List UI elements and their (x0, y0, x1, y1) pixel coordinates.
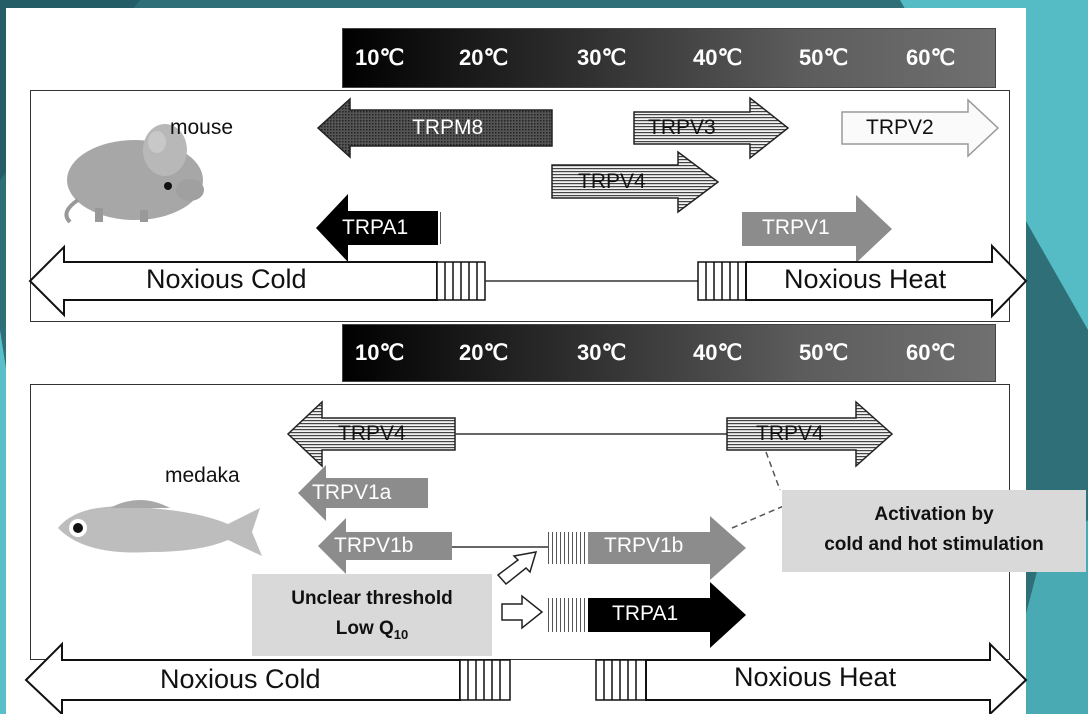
trpm8-arrow (316, 97, 553, 159)
activation-annotation: Activation by cold and hot stimulation (782, 490, 1086, 572)
trpv3-arrow (633, 96, 790, 160)
tick-60c: 60℃ (906, 45, 956, 70)
trpv1b-arrow (548, 516, 746, 580)
mouse-noxious-arrow (28, 243, 1028, 319)
tick-40c: 40℃ (693, 340, 743, 365)
medaka-label: medaka (165, 464, 240, 487)
trpv1a-label: TRPV1a (312, 481, 392, 504)
trpv3-label: TRPV3 (648, 116, 716, 139)
tick-10c: 10℃ (355, 45, 405, 70)
medaka-illustration (58, 500, 262, 556)
trpv1b-label: TRPV1b (604, 534, 684, 557)
dashed-connector (765, 451, 781, 491)
activation-line1: Activation by (874, 504, 994, 525)
unclear-line2: Low Q10 (252, 614, 492, 650)
trpv4-label: TRPV4 (578, 170, 646, 193)
temperature-scale-medaka: 10℃ 20℃ 30℃ 40℃ 50℃ 60℃ (342, 324, 996, 382)
trpv2-arrow (841, 98, 1000, 158)
tick-20c: 20℃ (459, 45, 509, 70)
tick-30c: 30℃ (577, 45, 627, 70)
temperature-scale-mouse: 10℃ 20℃ 30℃ 40℃ 50℃ 60℃ (342, 28, 996, 88)
pointer-arrow (501, 594, 544, 630)
tick-50c: 50℃ (799, 45, 849, 70)
trpv1b-arrow (318, 518, 452, 574)
pointer-arrow (496, 551, 538, 586)
trpv4-arrow (726, 400, 894, 468)
mouse-label: mouse (170, 116, 234, 139)
dashed-connector (731, 504, 787, 529)
trpv4-arrow (286, 400, 456, 468)
trpm8-label: TRPM8 (412, 116, 484, 139)
trpv4-label: TRPV4 (338, 422, 406, 445)
trpv2-label: TRPV2 (866, 116, 934, 139)
noxious-heat-label: Noxious Heat (784, 264, 947, 294)
tick-60c: 60℃ (906, 340, 956, 365)
medaka-noxious-arrow (24, 641, 1028, 714)
tick-20c: 20℃ (459, 340, 509, 365)
activation-line2: cold and hot stimulation (824, 534, 1044, 555)
tick-40c: 40℃ (693, 45, 743, 70)
low-q-label: Low Q (335, 618, 394, 639)
unclear-line1: Unclear threshold (291, 588, 453, 609)
tick-50c: 50℃ (799, 340, 849, 365)
trpv4-arrow (551, 150, 720, 214)
q10-subscript: 10 (393, 626, 409, 642)
trpv1-arrow (742, 195, 892, 263)
noxious-heat-label: Noxious Heat (734, 662, 897, 692)
noxious-cold-label: Noxious Cold (160, 664, 321, 694)
trpa1-label: TRPA1 (342, 216, 409, 239)
trpa1-arrow (548, 582, 746, 648)
trpv1b-label: TRPV1b (334, 534, 414, 557)
trpv1a-arrow (298, 465, 428, 521)
noxious-cold-label: Noxious Cold (146, 264, 307, 294)
trpa1-label: TRPA1 (612, 602, 679, 625)
tick-10c: 10℃ (355, 340, 405, 365)
trpa1-arrow (316, 194, 442, 262)
trpv4-label: TRPV4 (756, 422, 824, 445)
unclear-threshold-annotation: Unclear threshold Low Q10 (252, 574, 492, 656)
trpv1-label: TRPV1 (762, 216, 830, 239)
tick-30c: 30℃ (577, 340, 627, 365)
mouse-illustration (64, 124, 204, 224)
